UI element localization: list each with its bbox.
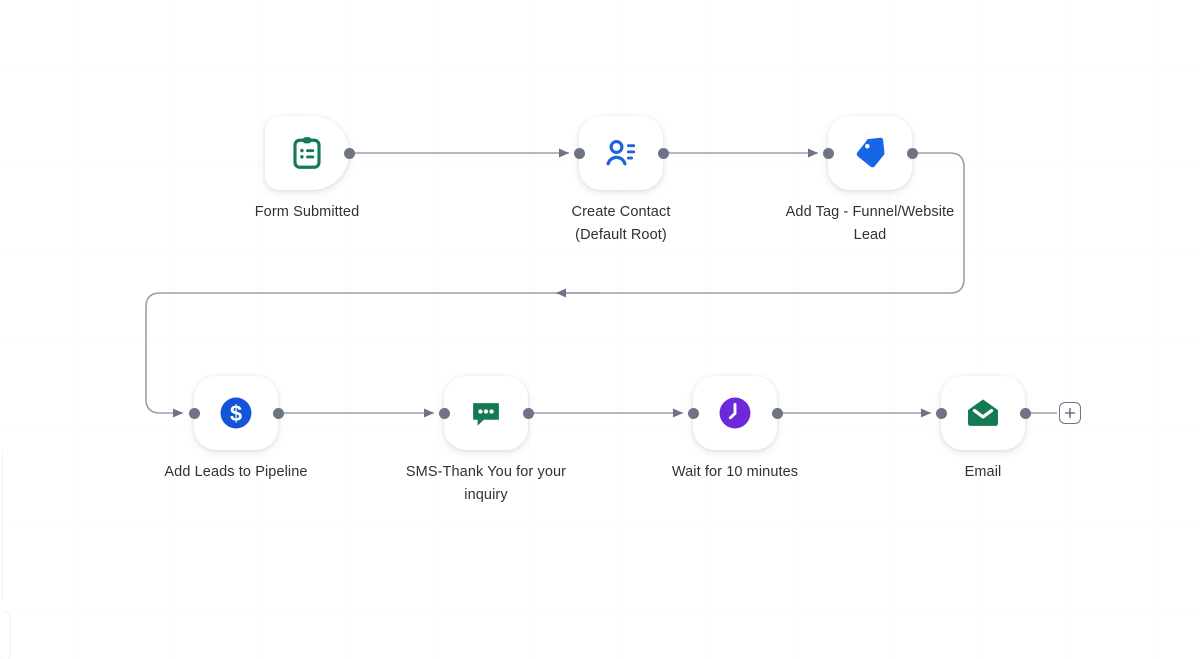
node-output-port[interactable] bbox=[343, 147, 355, 159]
clock-circle-icon bbox=[719, 397, 751, 429]
node-card[interactable] bbox=[579, 116, 663, 190]
node-card[interactable] bbox=[941, 376, 1025, 450]
canvas-left-stub bbox=[0, 612, 11, 659]
node-label: Form Submitted bbox=[254, 204, 360, 220]
node-label: Add Tag - Funnel/Website Lead bbox=[785, 204, 955, 243]
node-card[interactable] bbox=[828, 116, 912, 190]
node-output-port[interactable] bbox=[771, 407, 783, 419]
node-output-port[interactable] bbox=[906, 147, 918, 159]
node-label: Email bbox=[964, 464, 1002, 480]
node-output-port[interactable] bbox=[272, 407, 284, 419]
node-label: Create Contact (Default Root) bbox=[571, 204, 671, 243]
tag-icon bbox=[856, 137, 885, 168]
node-card[interactable]: $ bbox=[194, 376, 278, 450]
clipboard-list-icon bbox=[293, 137, 321, 169]
node-output-port[interactable] bbox=[522, 407, 534, 419]
dollar-circle-icon: $ bbox=[220, 397, 252, 429]
node-output-port[interactable] bbox=[1019, 407, 1031, 419]
edge-tag-to-row2 bbox=[145, 152, 965, 418]
node-label: Add Leads to Pipeline bbox=[164, 464, 308, 480]
node-input-port[interactable] bbox=[822, 147, 834, 159]
svg-text:$: $ bbox=[230, 401, 242, 426]
node-input-port[interactable] bbox=[935, 407, 947, 419]
contact-person-icon bbox=[606, 140, 636, 166]
node-input-port[interactable] bbox=[687, 407, 699, 419]
envelope-open-icon bbox=[968, 399, 998, 426]
add-step-button[interactable] bbox=[1059, 402, 1081, 424]
node-input-port[interactable] bbox=[573, 147, 585, 159]
node-input-port[interactable] bbox=[188, 407, 200, 419]
node-label: SMS-Thank You for your inquiry bbox=[405, 464, 567, 503]
canvas-left-rail bbox=[2, 452, 3, 600]
node-label: Wait for 10 minutes bbox=[671, 464, 799, 480]
plus-icon bbox=[1064, 407, 1076, 419]
node-input-port[interactable] bbox=[438, 407, 450, 419]
node-output-port[interactable] bbox=[657, 147, 669, 159]
node-card[interactable] bbox=[265, 116, 349, 190]
sms-bubble-icon bbox=[473, 403, 499, 426]
node-card[interactable] bbox=[693, 376, 777, 450]
node-card[interactable] bbox=[444, 376, 528, 450]
